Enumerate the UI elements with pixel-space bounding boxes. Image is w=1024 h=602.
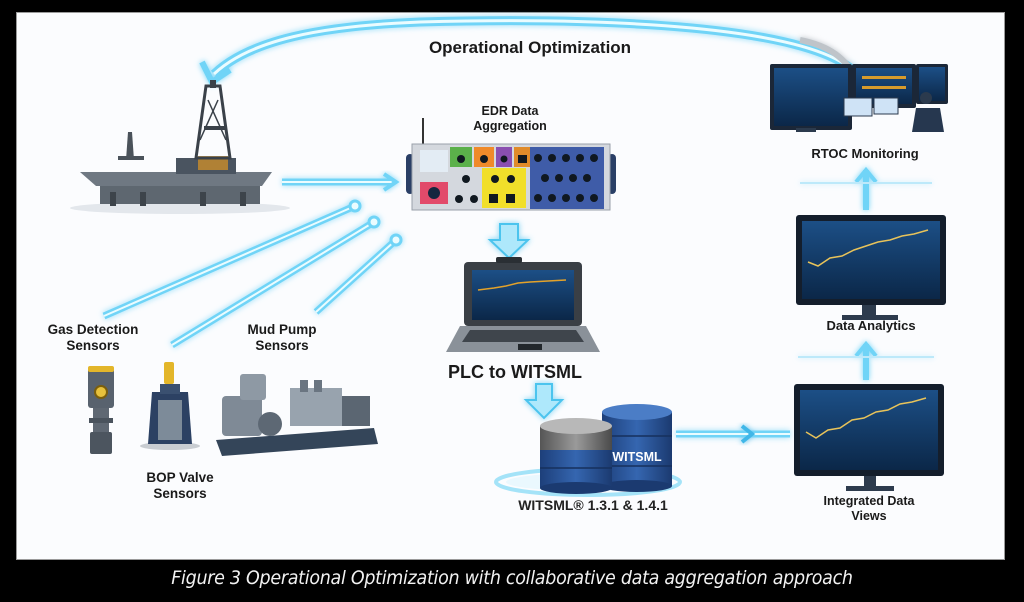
edr-label-line1: EDR Data	[481, 104, 539, 118]
witsml-version-label: WITSML® 1.3.1 & 1.4.1	[518, 497, 668, 513]
bop-sensors-label: BOP Valve Sensors	[120, 470, 240, 502]
rtoc-label: RTOC Monitoring	[811, 146, 919, 161]
integrated-views-label: Integrated Data Views	[794, 494, 944, 524]
mud-pump-sensors-label: Mud Pump Sensors	[222, 322, 342, 354]
integrated-views-label-line1: Integrated Data	[823, 494, 915, 508]
plc-label: PLC to WITSML	[448, 362, 582, 382]
diagram-title: Operational Optimization	[428, 38, 632, 57]
witsml-db-label: WITSML	[612, 450, 662, 464]
gas-sensors-label-line1: Gas Detection	[47, 322, 139, 337]
integrated-views-label-line2: Views	[851, 509, 887, 523]
gas-sensors-label-line2: Sensors	[66, 338, 120, 354]
figure-caption: Figure 3 Operational Optimization with c…	[171, 567, 853, 589]
bop-sensors-label-line1: BOP Valve	[146, 470, 214, 485]
data-analytics-label: Data Analytics	[826, 318, 916, 333]
edr-label-line2: Aggregation	[473, 119, 547, 133]
edr-label: EDR Data Aggregation	[440, 104, 580, 134]
mud-pump-sensors-label-line1: Mud Pump	[247, 322, 317, 337]
mud-pump-sensors-label-line2: Sensors	[255, 338, 309, 354]
bop-sensors-label-line2: Sensors	[153, 486, 207, 502]
gas-sensors-label: Gas Detection Sensors	[28, 322, 158, 354]
